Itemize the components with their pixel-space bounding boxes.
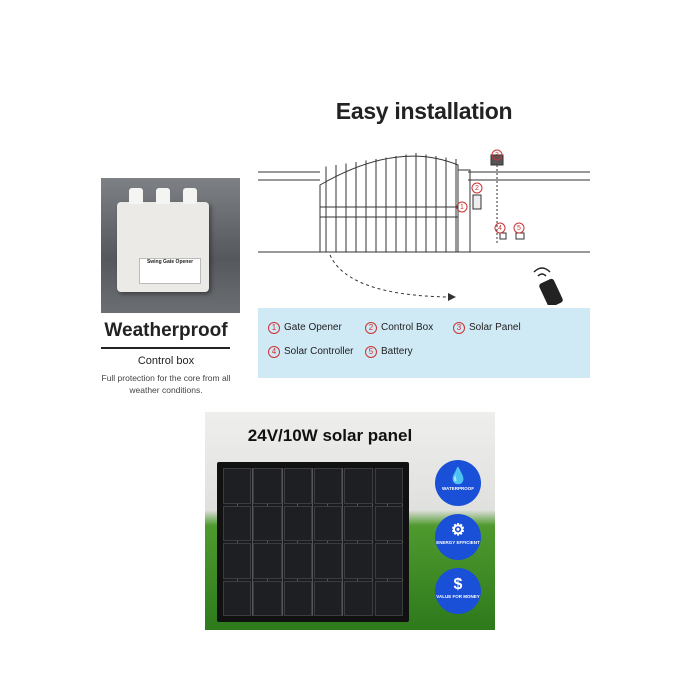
solar-panel-photo: 24V/10W solar panel 💧WATERPROOF ⚙ENERGY … (205, 412, 495, 630)
page-title: Easy installation (335, 98, 513, 124)
control-box-photo: Swing Gate Opener (101, 178, 240, 313)
control-box-subheading: Control box (137, 355, 195, 367)
waterproof-badge: 💧WATERPROOF (435, 460, 481, 506)
water-drop-icon: 💧 (448, 468, 468, 485)
battery-gear-icon: ⚙ (450, 522, 466, 539)
value-badge: $VALUE FOR MONEY (435, 568, 481, 614)
svg-text:3: 3 (495, 152, 499, 159)
installation-diagram: 3 2 1 4 5 (258, 149, 590, 305)
control-box-description: Full protection for the core from all we… (101, 373, 231, 395)
solar-panel (217, 462, 409, 622)
remote-control-icon (533, 267, 563, 305)
svg-text:2: 2 (475, 185, 479, 192)
energy-efficient-badge: ⚙ENERGY EFFICIENT (435, 514, 481, 560)
svg-text:5: 5 (517, 225, 521, 232)
svg-text:1: 1 (460, 204, 464, 211)
weatherproof-heading: Weatherproof (104, 320, 228, 341)
solar-title: 24V/10W solar panel (247, 426, 413, 445)
piggy-bank-icon: $ (453, 576, 463, 593)
control-box-label: Swing Gate Opener (139, 258, 201, 284)
divider (101, 347, 230, 349)
svg-text:4: 4 (498, 225, 502, 232)
